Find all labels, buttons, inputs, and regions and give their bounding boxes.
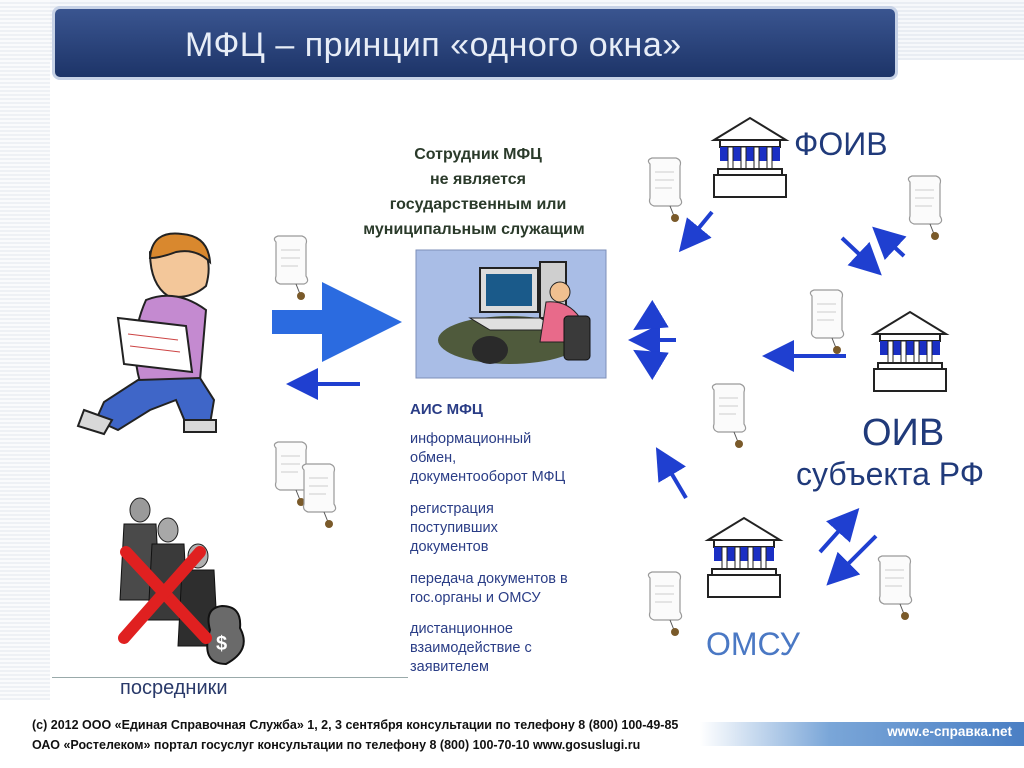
document-scroll-icon [908,176,941,240]
ais-item: передача документов в гос.органы и ОМСУ [410,570,568,608]
note-line: муниципальным служащим [332,217,616,242]
employee-note: Сотрудник МФЦ не является государственны… [340,142,616,242]
document-scroll-icon [648,158,681,222]
ais-line: информационный [410,430,565,449]
ais-title: АИС МФЦ [410,400,483,419]
note-line: государственным или [340,192,616,217]
ais-line: гос.органы и ОМСУ [410,589,568,608]
person-with-document-icon [78,234,216,435]
ais-line: дистанционное [410,620,532,639]
ais-line: поступивших [410,519,498,538]
oiv-label: ОИВ [862,412,944,455]
ais-line: документооборот МФЦ [410,468,565,487]
document-scroll-icon [810,290,843,354]
document-scroll-icon [878,556,911,620]
note-line: Сотрудник МФЦ [340,142,616,167]
divider [52,677,408,678]
footer-text: (c) 2012 ООО «Единая Справочная Служба» … [32,715,678,755]
oiv-subject-label: субъекта РФ [796,456,984,493]
ais-item: регистрация поступивших документов [410,500,498,557]
intermediaries-label: посредники [120,677,228,700]
big-arrow-icon [272,282,402,362]
svg-text:$: $ [216,633,227,655]
note-line: не является [340,167,616,192]
document-scroll-icon [712,384,745,448]
government-building-icon [714,118,786,197]
ais-line: взаимодействие с [410,639,532,658]
ais-line: заявителем [410,658,532,677]
omsu-label: ОМСУ [706,626,800,663]
distribution-arrows [636,212,904,580]
document-scroll-icon [274,236,307,300]
document-scroll-icon [274,442,307,506]
document-scroll-icon [302,464,335,528]
ais-line: регистрация [410,500,498,519]
document-scroll-icon [648,572,681,636]
foiv-label: ФОИВ [794,126,888,163]
footer-line: (c) 2012 ООО «Единая Справочная Служба» … [32,715,678,735]
footer-line: ОАО «Ростелеком» портал госуслуг консуль… [32,735,678,755]
site-link[interactable]: www.e-справка.net [887,724,1012,739]
government-building-icon [874,312,946,391]
government-building-icon [708,518,780,597]
ais-item: информационный обмен, документооборот МФ… [410,430,565,487]
ais-line: обмен, [410,449,565,468]
computer-workstation-icon [416,250,606,378]
ais-item: дистанционное взаимодействие с заявителе… [410,620,532,677]
money-bag-icon: $ [207,606,244,664]
ais-line: документов [410,538,498,557]
ais-line: передача документов в [410,570,568,589]
